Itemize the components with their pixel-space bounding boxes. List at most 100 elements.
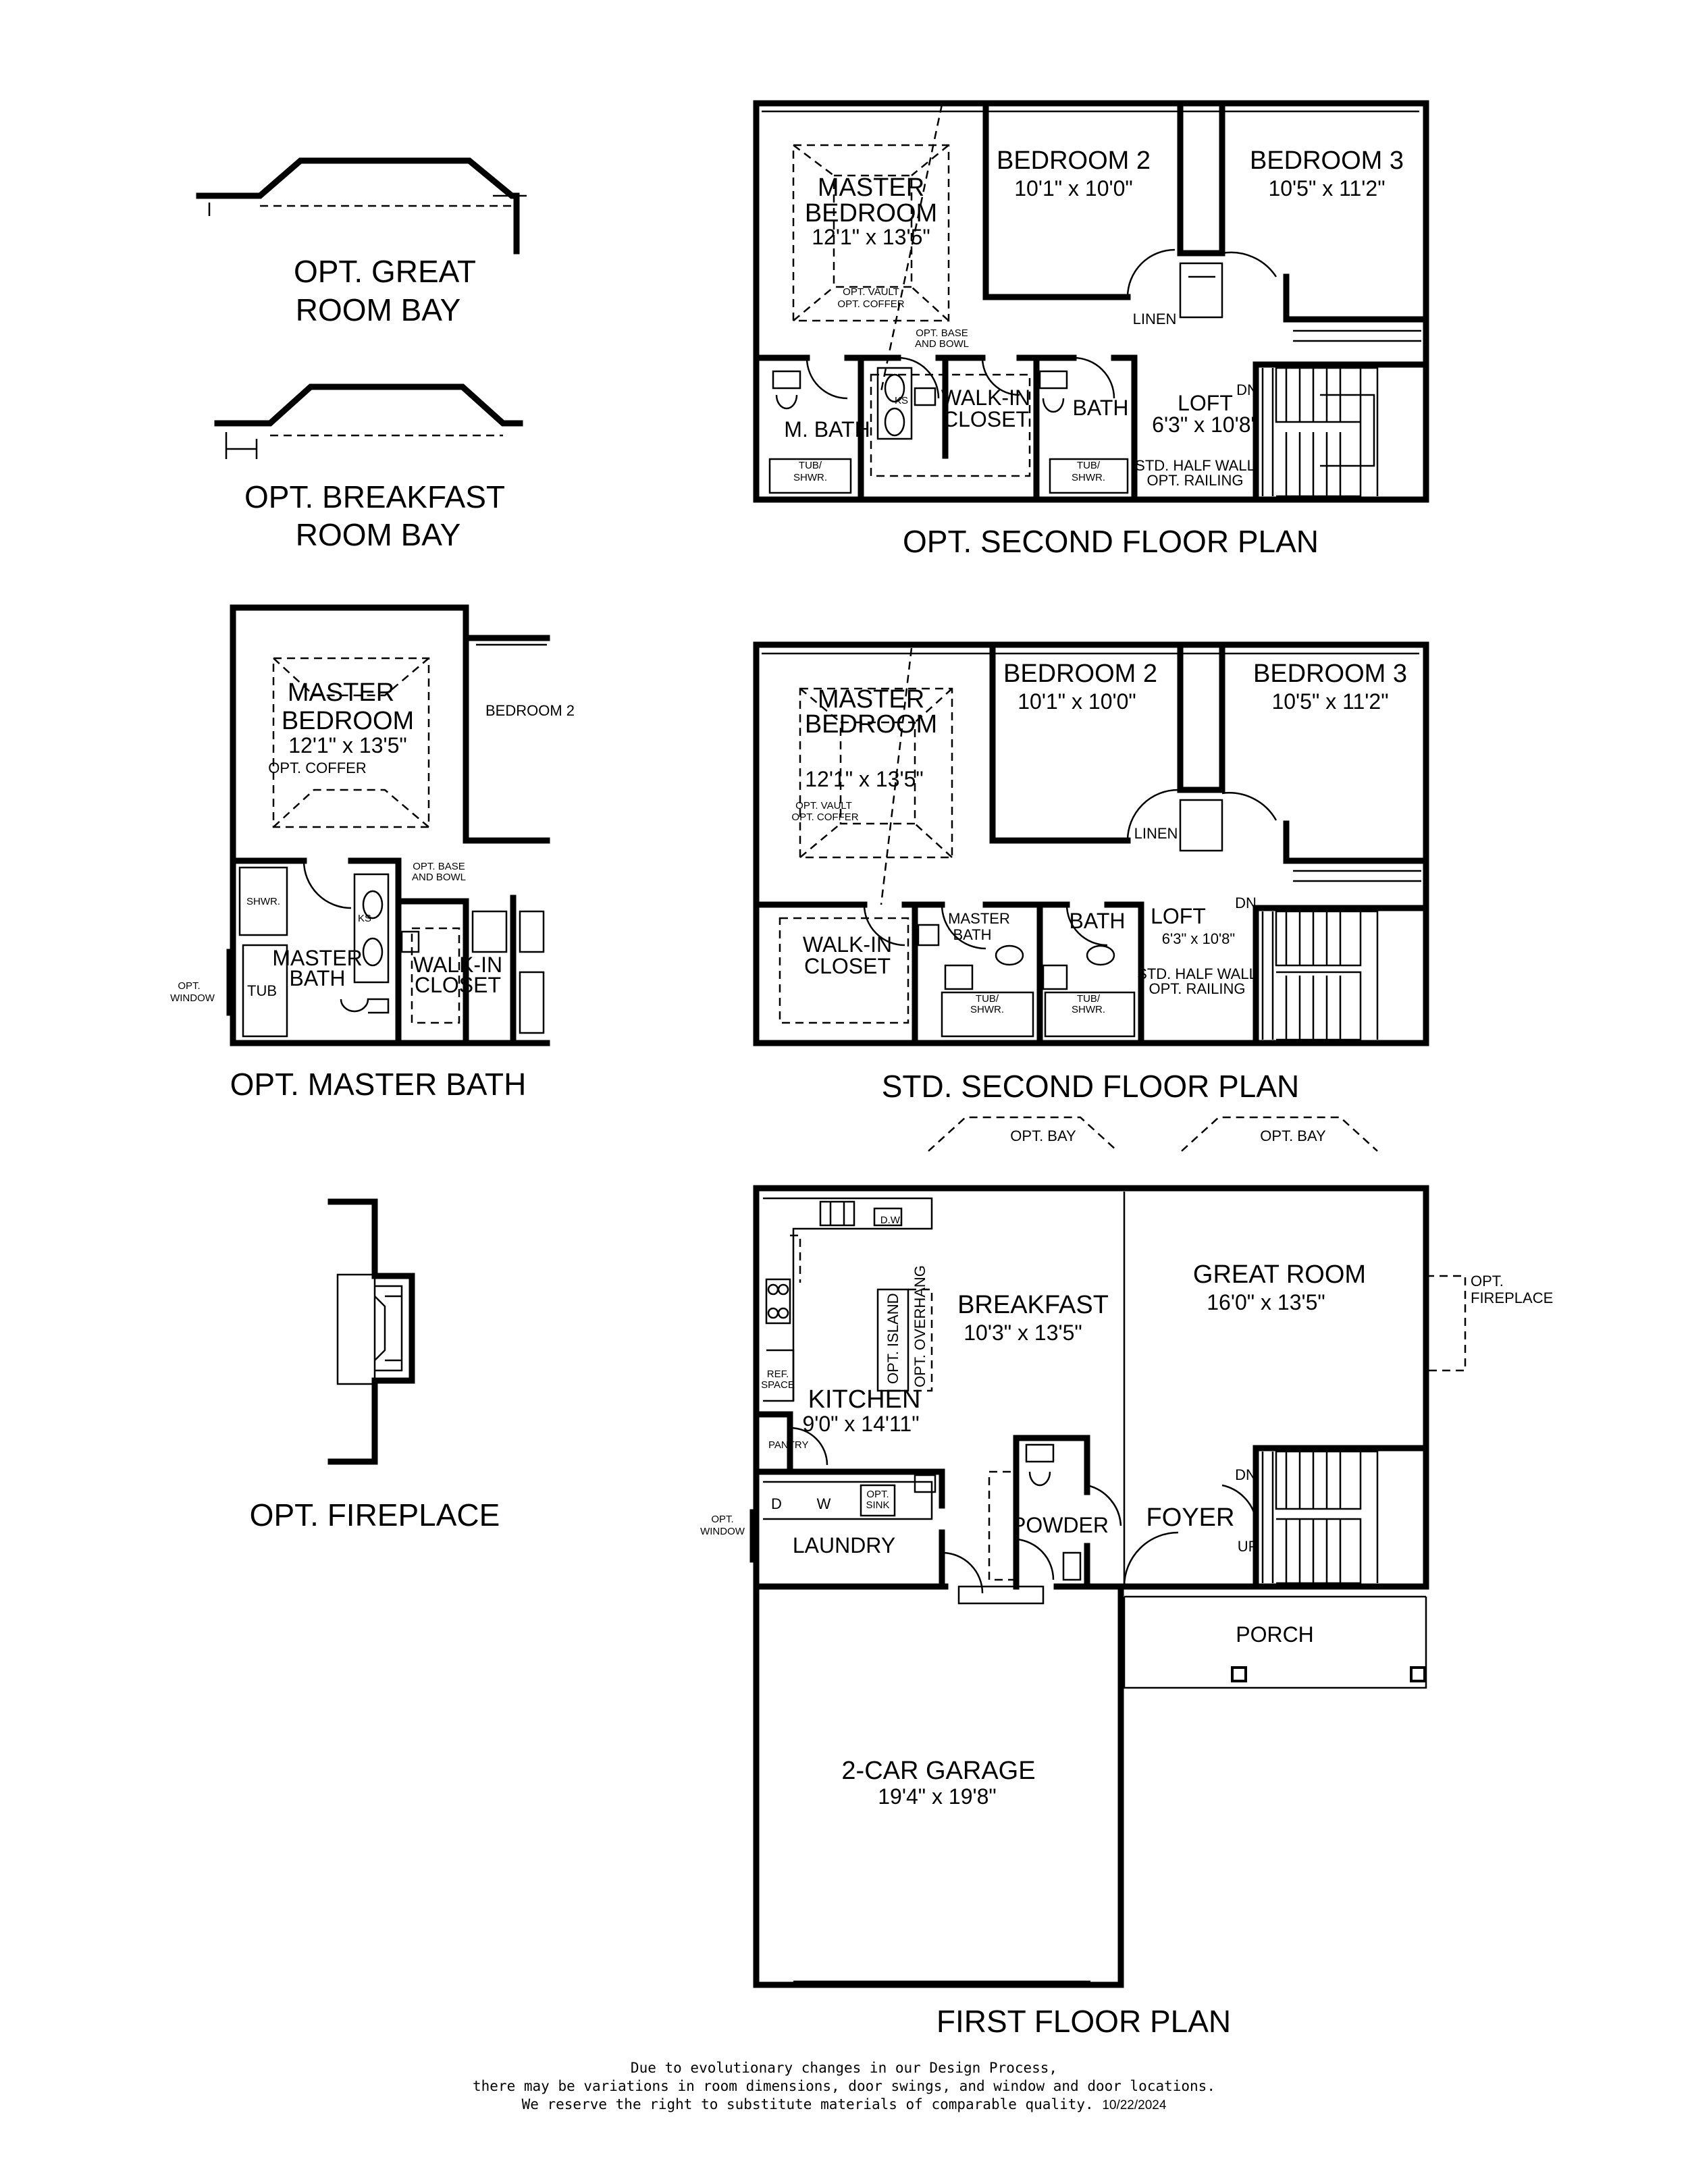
label-base-1: OPT. BASE	[916, 327, 968, 339]
label-railing: OPT. RAILING	[1146, 472, 1243, 489]
label-std-coffer: OPT. COFFER	[791, 811, 858, 823]
label-dryer: D	[771, 1495, 782, 1512]
label-mb-walkin-2: CLOSET	[415, 973, 501, 997]
label-std-half-wall: STD. HALF WALL	[1137, 965, 1257, 982]
label-garage-dim: 19'4" x 19'8"	[878, 1784, 997, 1809]
opt-breakfast-room-bay: OPT. BREAKFAST ROOM BAY	[214, 383, 523, 552]
label-base-2: AND BOWL	[915, 338, 969, 350]
label-tub-2: SHWR.	[793, 472, 827, 483]
label-ff-fireplace-2: FIREPLACE	[1471, 1289, 1553, 1306]
label-mb-base-2: AND BOWL	[412, 872, 466, 883]
title-breakfast-bay-1: OPT. BREAKFAST	[244, 479, 505, 514]
label-loft: LOFT	[1178, 391, 1233, 415]
label-std-loft: LOFT	[1151, 904, 1206, 928]
label-std-tub-1: TUB/	[976, 993, 999, 1005]
label-bedroom-2-dim: 10'1" x 10'0"	[1014, 176, 1133, 201]
label-island: OPT. ISLAND	[885, 1294, 901, 1384]
disclaimer-line-2: there may be variations in room dimensio…	[473, 2078, 1215, 2094]
label-ref-1: REF.	[767, 1368, 789, 1380]
label-std-tub-3: TUB/	[1077, 993, 1101, 1005]
title-opt-master-bath: OPT. MASTER BATH	[230, 1067, 527, 1102]
label-bedroom: BEDROOM	[805, 199, 937, 228]
label-std-vault: OPT. VAULT	[795, 800, 852, 811]
label-kitchen: KITCHEN	[808, 1385, 921, 1414]
label-linen: LINEN	[1133, 311, 1177, 327]
label-std-bath: BATH	[1070, 909, 1126, 933]
label-powder: POWDER	[1011, 1513, 1109, 1537]
label-overhang: OPT. OVERHANG	[912, 1265, 928, 1387]
label-std-dn: DN	[1235, 895, 1257, 911]
label-std-loft-dim: 6'3" x 10'8"	[1162, 930, 1235, 947]
disclaimer-line-3: We reserve the right to substitute mater…	[338, 2096, 1350, 2114]
opt-fireplace: OPT. FIREPLACE	[250, 1198, 500, 1533]
label-std-master: MASTER	[818, 685, 924, 714]
label-garage: 2-CAR GARAGE	[841, 1757, 1035, 1785]
label-mb-master: MASTER	[288, 678, 394, 707]
label-foyer: FOYER	[1146, 1503, 1235, 1532]
label-std-mbath-2: BATH	[953, 926, 991, 943]
label-mb-window-2: WINDOW	[170, 992, 215, 1004]
title-first-floor: FIRST FLOOR PLAN	[937, 2004, 1231, 2039]
label-ff-opt-bay-1: OPT. BAY	[1010, 1127, 1076, 1144]
label-great-room-dim: 16'0" x 13'5"	[1207, 1290, 1325, 1314]
label-ref-2: SPACE	[761, 1379, 795, 1391]
label-std-bedroom-2-dim: 10'1" x 10'0"	[1018, 689, 1136, 714]
label-m-bath: M. BATH	[784, 417, 870, 442]
label-std-tub-2: SHWR.	[970, 1004, 1004, 1015]
label-mb-ks: KS	[358, 913, 371, 924]
label-mb-walkin-1: WALK-IN	[413, 953, 502, 977]
label-mb-tub: TUB	[247, 982, 277, 999]
label-tub-3: TUB/	[1077, 460, 1101, 471]
label-std-bedroom-2: BEDROOM 2	[1003, 660, 1157, 688]
label-mb-master-bath-1: MASTER	[272, 946, 362, 970]
opt-second-floor-plan: MASTER BEDROOM 12'1" x 13'5" OPT. VAULT …	[753, 100, 1429, 559]
std-second-floor-plan: MASTER BEDROOM 12'1" x 13'5" OPT. VAULT …	[753, 641, 1429, 1104]
label-std-railing: OPT. RAILING	[1149, 980, 1245, 997]
label-std-master-dim: 12'1" x 13'5"	[805, 767, 924, 791]
disclaimer-line-1: Due to evolutionary changes in our Desig…	[630, 2060, 1058, 2076]
label-porch: PORCH	[1236, 1622, 1314, 1647]
label-ks: KS	[895, 395, 908, 406]
label-ff-opt-bay-2: OPT. BAY	[1260, 1127, 1326, 1144]
label-bedroom-3-dim: 10'5" x 11'2"	[1268, 176, 1385, 201]
label-bedroom-3: BEDROOM 3	[1250, 147, 1404, 175]
label-std-bedroom: BEDROOM	[805, 710, 937, 739]
label-half-wall: STD. HALF WALL	[1135, 457, 1255, 474]
label-dw: D.W.	[880, 1215, 903, 1226]
label-master: MASTER	[818, 174, 924, 202]
title-great-room-bay-2: ROOM BAY	[296, 292, 461, 327]
label-loft-dim: 6'3" x 10'8"	[1152, 412, 1259, 437]
label-bath: BATH	[1073, 396, 1129, 420]
title-great-room-bay-1: OPT. GREAT	[294, 254, 476, 289]
opt-master-bath-plan: MASTER BEDROOM 12'1" x 13'5" OPT. COFFER…	[170, 604, 575, 1102]
label-pantry: PANTRY	[768, 1439, 808, 1451]
label-kitchen-dim: 9'0" x 14'11"	[802, 1412, 919, 1436]
label-mb-bedroom-2: BEDROOM 2	[485, 702, 575, 719]
label-mb-coffer: OPT. COFFER	[268, 760, 366, 776]
label-ff-dn: DN	[1235, 1466, 1257, 1483]
title-opt-fireplace: OPT. FIREPLACE	[250, 1497, 500, 1533]
title-opt-second-floor: OPT. SECOND FLOOR PLAN	[903, 524, 1319, 559]
label-walkin-2: CLOSET	[943, 407, 1029, 431]
label-mb-shwr: SHWR.	[246, 896, 280, 907]
label-vault: OPT. VAULT	[843, 286, 899, 298]
label-std-mbath-1: MASTER	[948, 910, 1010, 927]
label-sink-1: OPT.	[866, 1489, 889, 1500]
label-dn: DN	[1236, 381, 1258, 398]
label-tub-1: TUB/	[799, 460, 822, 471]
disclaimer-date: 10/22/2024	[1102, 2098, 1167, 2112]
label-tub-4: SHWR.	[1072, 472, 1105, 483]
first-floor-plan: OPT. BAY OPT. BAY BREAKFAST 10'3" x 13'5…	[700, 1116, 1553, 2039]
label-std-bedroom-3-dim: 10'5" x 11'2"	[1271, 689, 1388, 714]
label-breakfast-dim: 10'3" x 13'5"	[964, 1321, 1082, 1345]
label-mb-window-1: OPT.	[178, 980, 200, 992]
label-coffer: OPT. COFFER	[837, 298, 904, 310]
label-laundry: LAUNDRY	[793, 1533, 895, 1557]
label-breakfast: BREAKFAST	[957, 1291, 1109, 1319]
label-std-tub-4: SHWR.	[1072, 1004, 1105, 1015]
label-mb-dim: 12'1" x 13'5"	[288, 733, 407, 757]
label-mb-master-bath-2: BATH	[290, 966, 346, 990]
label-washer: W	[817, 1495, 831, 1512]
label-std-walkin-2: CLOSET	[804, 954, 891, 978]
